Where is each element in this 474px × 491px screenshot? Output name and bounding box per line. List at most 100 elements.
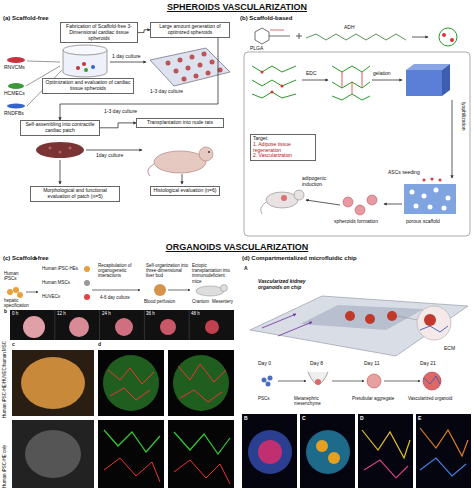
text-label: HUVECs [42, 294, 60, 299]
hydrogel-chains [362, 72, 363, 88]
panel-frame [244, 52, 470, 236]
chemistry [255, 28, 269, 44]
liver-bud-schematic [154, 284, 166, 296]
cardiac-patch [86, 150, 142, 151]
text-label: 1 day culture [112, 54, 141, 60]
porous-scaffold [431, 178, 434, 181]
cardiac-patch [49, 147, 52, 150]
microfluidic-chip [250, 296, 468, 356]
text-label: 1day culture [96, 153, 123, 159]
cell-icons [27, 61, 60, 62]
microfluidic-chip [250, 296, 468, 356]
gel-cube [406, 64, 452, 178]
text-label: Recapitulation of organogenetic interact… [98, 263, 144, 279]
multiwell-plate [194, 74, 199, 79]
sub-panel-letter: D [360, 416, 364, 422]
mouse [306, 200, 340, 205]
culture-well [82, 62, 86, 66]
time-lapse-strip [10, 310, 234, 340]
microfluidic-chip [387, 311, 397, 321]
porous-scaffold [422, 194, 427, 199]
time-lapse-strip [99, 310, 100, 340]
text-label: Cranium [192, 299, 209, 304]
differentiation-steps [384, 381, 420, 382]
culture-well [76, 66, 80, 70]
differentiation-steps [315, 379, 321, 385]
multiwell-plate [166, 61, 171, 66]
chemistry [299, 33, 300, 39]
time-lapse-strip [69, 317, 89, 337]
sub-panel-letter: c [12, 342, 15, 348]
text-label: porous scaffold [406, 219, 440, 225]
flow-arrow [138, 30, 150, 33]
hydrogel-chains [271, 91, 274, 94]
micrograph [12, 350, 94, 416]
liver-bud-schematic [196, 286, 224, 296]
hydrogel-chains [252, 92, 296, 98]
cardiac-patch [69, 147, 72, 150]
porous-scaffold [404, 178, 456, 215]
panel-title: (b) Scaffold-based [240, 15, 292, 22]
time-lapse-strip [160, 319, 176, 335]
box-text: Histological evaluation (n=6) [153, 188, 217, 194]
time-label: 12 h [57, 311, 66, 316]
text-label: PLGA [250, 46, 263, 52]
time-lapse-strip [205, 320, 219, 334]
process-box: Fabrication of Scaffold-free 3-Dimension… [60, 22, 138, 43]
process-box: Histological evaluation (n=6) [150, 186, 220, 196]
micrograph [21, 357, 85, 409]
chemistry [412, 37, 428, 38]
time-lapse-strip [189, 310, 190, 340]
spheroids [384, 204, 402, 205]
fluorescence-image [174, 460, 230, 484]
nude-rat [208, 151, 210, 153]
process-box: Morphological and functional evaluation … [30, 186, 120, 202]
text-label: Blood perfusion [144, 299, 175, 304]
hydrogel-chains [252, 80, 296, 86]
mouse [261, 202, 266, 214]
process-box: Large amount generation of optimized sph… [150, 22, 230, 38]
fluorescence-image [180, 390, 222, 402]
hydrogel-chains [261, 71, 264, 74]
section-heading: ORGANOIDS VASCULARIZATION [0, 242, 474, 252]
differentiation-steps [308, 372, 328, 384]
nude-rat [148, 164, 154, 176]
time-lapse-strip [23, 316, 45, 338]
mouse [281, 195, 287, 201]
time-label: 48 h [191, 311, 200, 316]
multiwell-plate [186, 66, 191, 71]
cardiac-patch [59, 151, 62, 154]
text-label: adipogenic induction [302, 176, 338, 188]
panel-title: (a) Scaffold-free [3, 15, 49, 22]
liver-bud-schematic [13, 287, 19, 293]
porous-scaffold [446, 196, 451, 201]
sub-panel-letter: B [244, 416, 248, 422]
box-text: Fabrication of Scaffold-free 3-Dimension… [63, 24, 135, 41]
hydrogel-chains [372, 80, 402, 81]
fluorescence-image [104, 430, 160, 452]
text-label: Vascularized organoid [408, 396, 464, 401]
organoid-micrograph [258, 440, 282, 464]
cell-icons [7, 57, 25, 63]
chemistry [255, 28, 457, 46]
cell-icons [8, 83, 24, 89]
micrograph [12, 350, 94, 488]
fluorescence-image [178, 364, 226, 382]
liver-bud-schematic [92, 290, 140, 291]
nude-rat [199, 147, 213, 161]
sub-panel-letter: E [418, 416, 421, 422]
nude-rat [182, 174, 183, 184]
mouse [261, 190, 340, 214]
microfluidic-chip [262, 314, 296, 328]
multiwell-plate [198, 63, 203, 68]
text-label: 1-3 day culture [104, 109, 137, 115]
differentiation-steps [332, 381, 364, 382]
time-lapse-strip [144, 310, 145, 340]
sub-panel-letter: a [34, 256, 37, 262]
multiwell-plate [210, 60, 215, 65]
organoid-micrograph [242, 414, 297, 488]
organoid-micrograph [420, 458, 466, 476]
porous-scaffold [428, 205, 433, 210]
porous-scaffold [423, 179, 426, 182]
fluorescence-image [98, 350, 164, 416]
